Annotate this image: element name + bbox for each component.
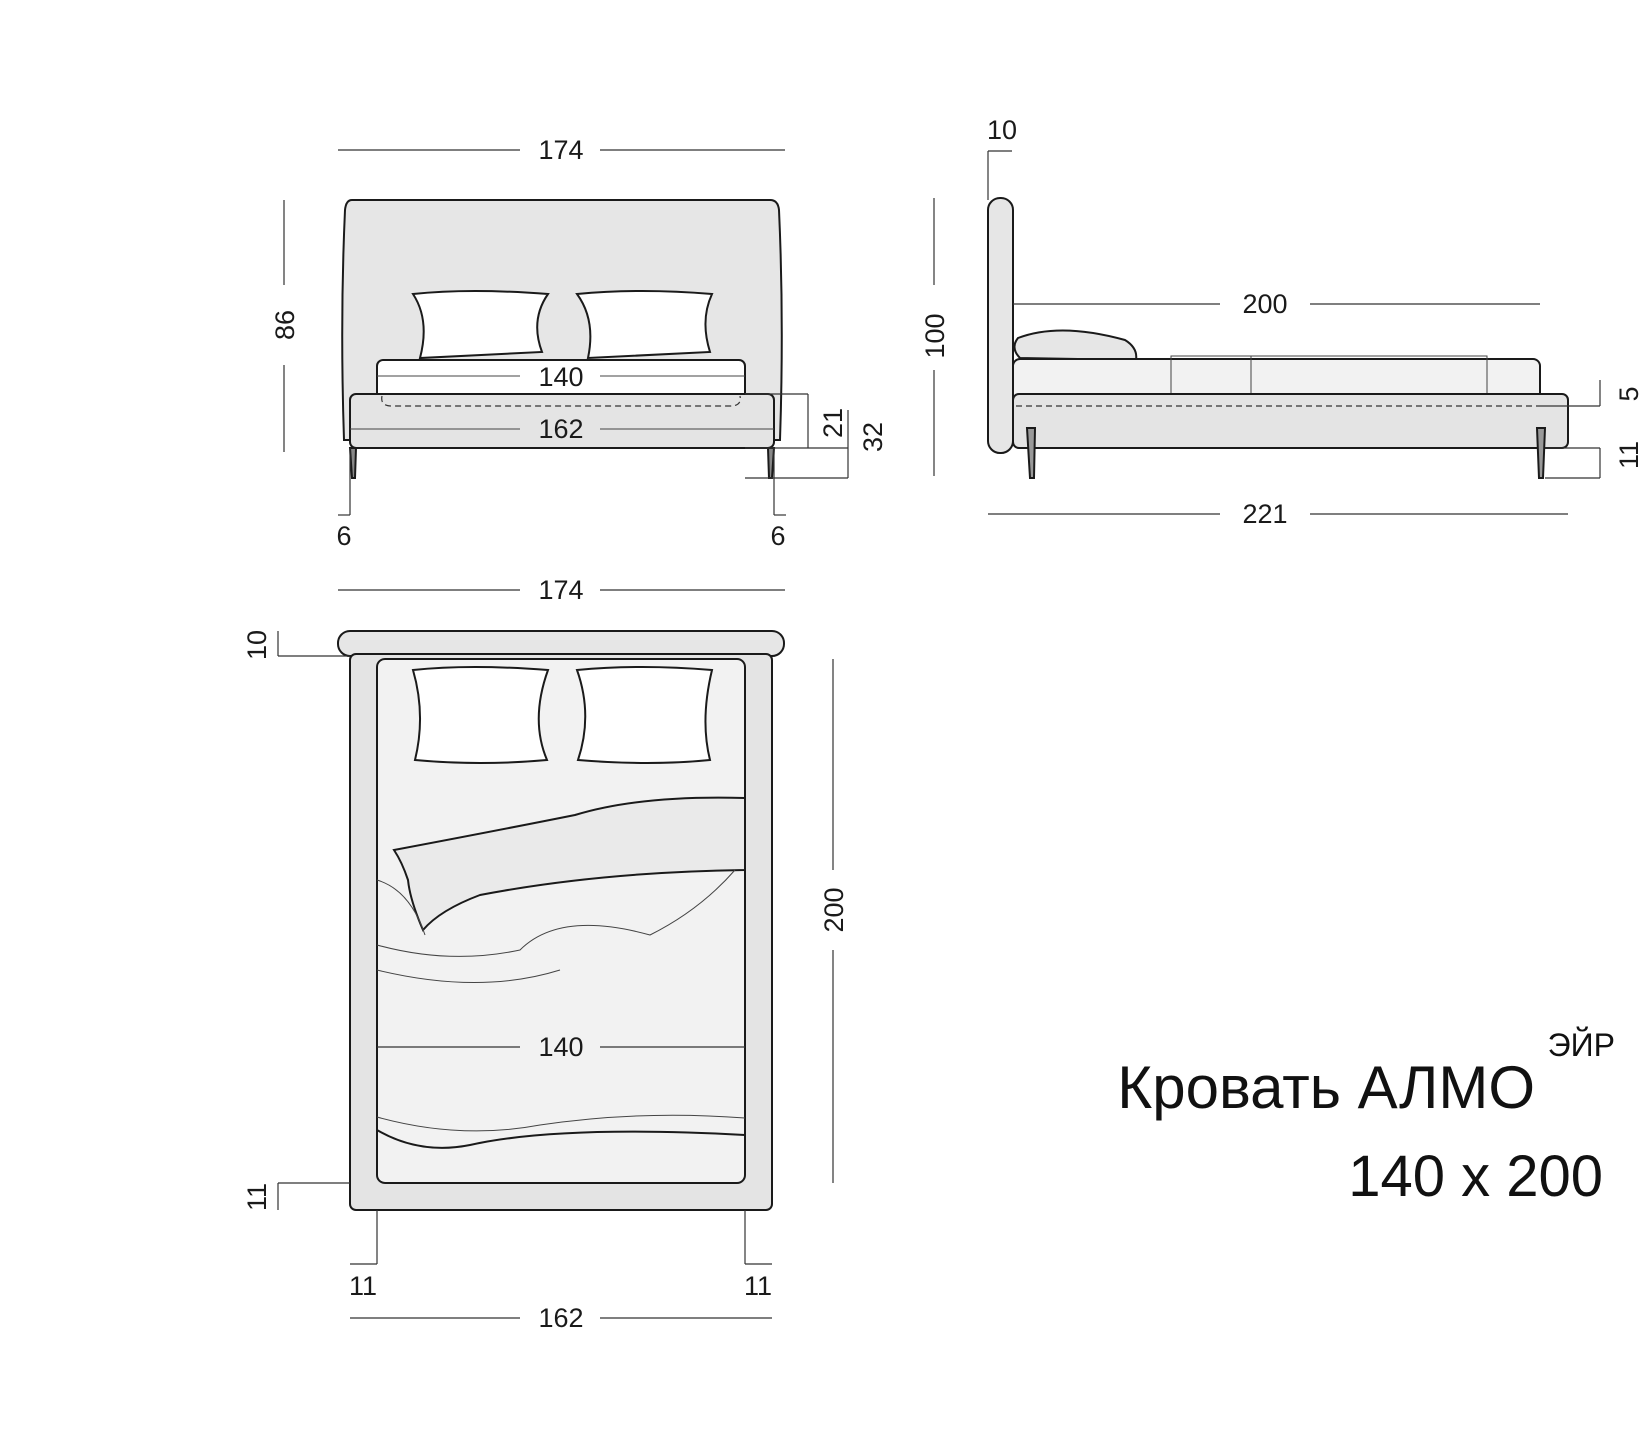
top-frame-side-left: 11 <box>349 1271 377 1301</box>
top-length: 200 <box>819 887 849 932</box>
side-mattress-length: 200 <box>1242 289 1287 319</box>
product-size: 140 x 200 <box>1348 1144 1603 1209</box>
side-leg-height: 11 <box>1614 441 1644 469</box>
front-base <box>349 393 775 449</box>
front-base-width: 162 <box>538 414 583 444</box>
top-pillow-left <box>411 666 550 764</box>
product-variant: ЭЙР <box>1548 1027 1615 1063</box>
top-frame-side-right: 11 <box>744 1271 772 1301</box>
side-pillow <box>1013 329 1138 362</box>
side-base <box>1012 393 1569 449</box>
top-headboard-depth: 10 <box>242 630 272 660</box>
front-pillow-right <box>575 290 714 360</box>
front-leg-right-dim: 6 <box>770 521 785 551</box>
top-width-total: 174 <box>538 575 583 605</box>
front-mattress-width: 140 <box>538 362 583 392</box>
front-width-total: 174 <box>538 135 583 165</box>
front-leg-left-dim: 6 <box>336 521 351 551</box>
side-leg-front <box>1025 427 1037 479</box>
side-headboard <box>987 197 1014 454</box>
front-mattress-height: 21 <box>818 408 848 438</box>
title-block: Кровать АЛМО ЭЙР 140 x 200 <box>1117 1027 1615 1209</box>
top-view: 174 140 10 200 11 <box>242 575 849 1333</box>
top-pillow-right <box>575 666 714 764</box>
side-length-total: 221 <box>1242 499 1287 529</box>
front-height-total: 86 <box>270 310 300 340</box>
top-blanket <box>392 796 746 932</box>
front-bed-height: 32 <box>858 422 888 452</box>
side-view: 10 200 100 5 11 221 <box>920 115 1644 529</box>
front-view: 174 140 162 86 21 32 6 <box>270 135 888 551</box>
side-mattress-step: 5 <box>1614 386 1644 401</box>
top-frame-bottom: 11 <box>242 1183 272 1211</box>
top-mattress-width: 140 <box>538 1032 583 1062</box>
side-leg-back <box>1535 427 1547 479</box>
top-mattress <box>376 658 746 1184</box>
top-base-width: 162 <box>538 1303 583 1333</box>
front-pillow-left <box>411 290 550 360</box>
product-name: Кровать АЛМО <box>1117 1054 1535 1121</box>
top-headboard <box>337 630 785 657</box>
side-headboard-thickness: 10 <box>987 115 1017 145</box>
front-leg-left <box>348 447 358 479</box>
front-leg-right <box>766 447 776 479</box>
side-height-total: 100 <box>920 313 950 358</box>
